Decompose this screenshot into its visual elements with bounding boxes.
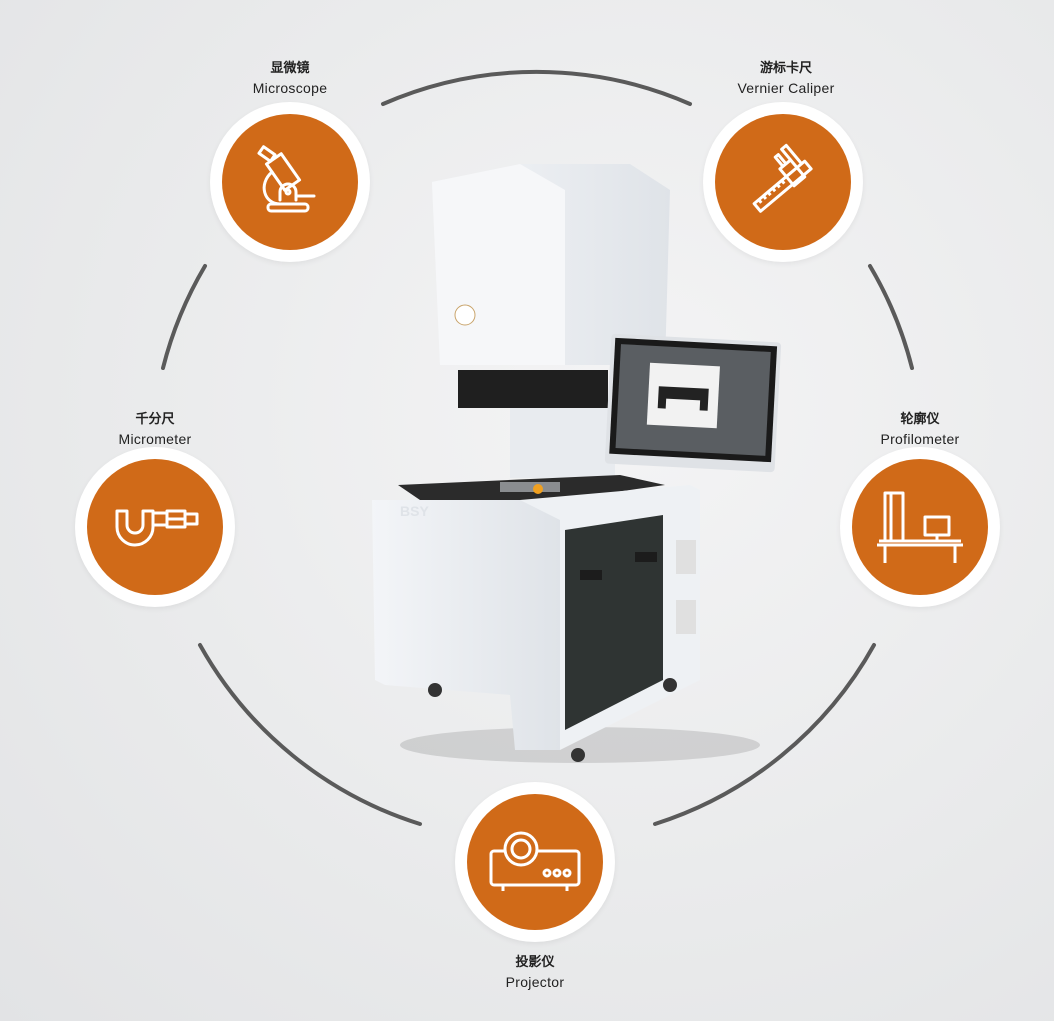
- arc-right-upper: [868, 264, 914, 370]
- machine-brand: BSY: [400, 503, 429, 519]
- label-zh: 显微镜: [270, 61, 310, 76]
- tool-vernier-caliper: [703, 102, 863, 262]
- vernier-caliper-icon: [752, 143, 813, 213]
- arc-top: [381, 69, 692, 106]
- brand-logo-icon: [454, 304, 476, 326]
- label-projector: 投影仪 Projector: [435, 954, 635, 992]
- tool-projector: [455, 782, 615, 942]
- arc-right-lower: [653, 643, 876, 826]
- label-profilometer: 轮廓仪 Profilometer: [820, 411, 1020, 449]
- label-en: Profilometer: [880, 431, 960, 447]
- tool-profilometer: [840, 447, 1000, 607]
- vision-measuring-machine: BSY: [372, 164, 782, 763]
- label-microscope: 显微镜 Microscope: [190, 60, 390, 98]
- label-vernier-caliper: 游标卡尺 Vernier Caliper: [686, 60, 886, 98]
- label-en: Microscope: [252, 80, 328, 96]
- label-en: Micrometer: [118, 431, 192, 447]
- label-en: Projector: [505, 974, 565, 990]
- profilometer-icon: [877, 491, 963, 563]
- arc-left-upper: [161, 264, 207, 370]
- microscope-icon: [257, 145, 316, 213]
- label-en: Vernier Caliper: [737, 80, 835, 96]
- label-micrometer: 千分尺 Micrometer: [55, 411, 255, 449]
- label-zh: 投影仪: [515, 955, 555, 970]
- micrometer-icon: [115, 509, 199, 547]
- tool-microscope: [210, 102, 370, 262]
- tool-micrometer: [75, 447, 235, 607]
- arc-left-lower: [198, 643, 422, 826]
- label-zh: 千分尺: [135, 412, 175, 427]
- projector-icon: [489, 831, 581, 891]
- label-zh: 游标卡尺: [759, 61, 812, 76]
- label-zh: 轮廓仪: [900, 412, 940, 427]
